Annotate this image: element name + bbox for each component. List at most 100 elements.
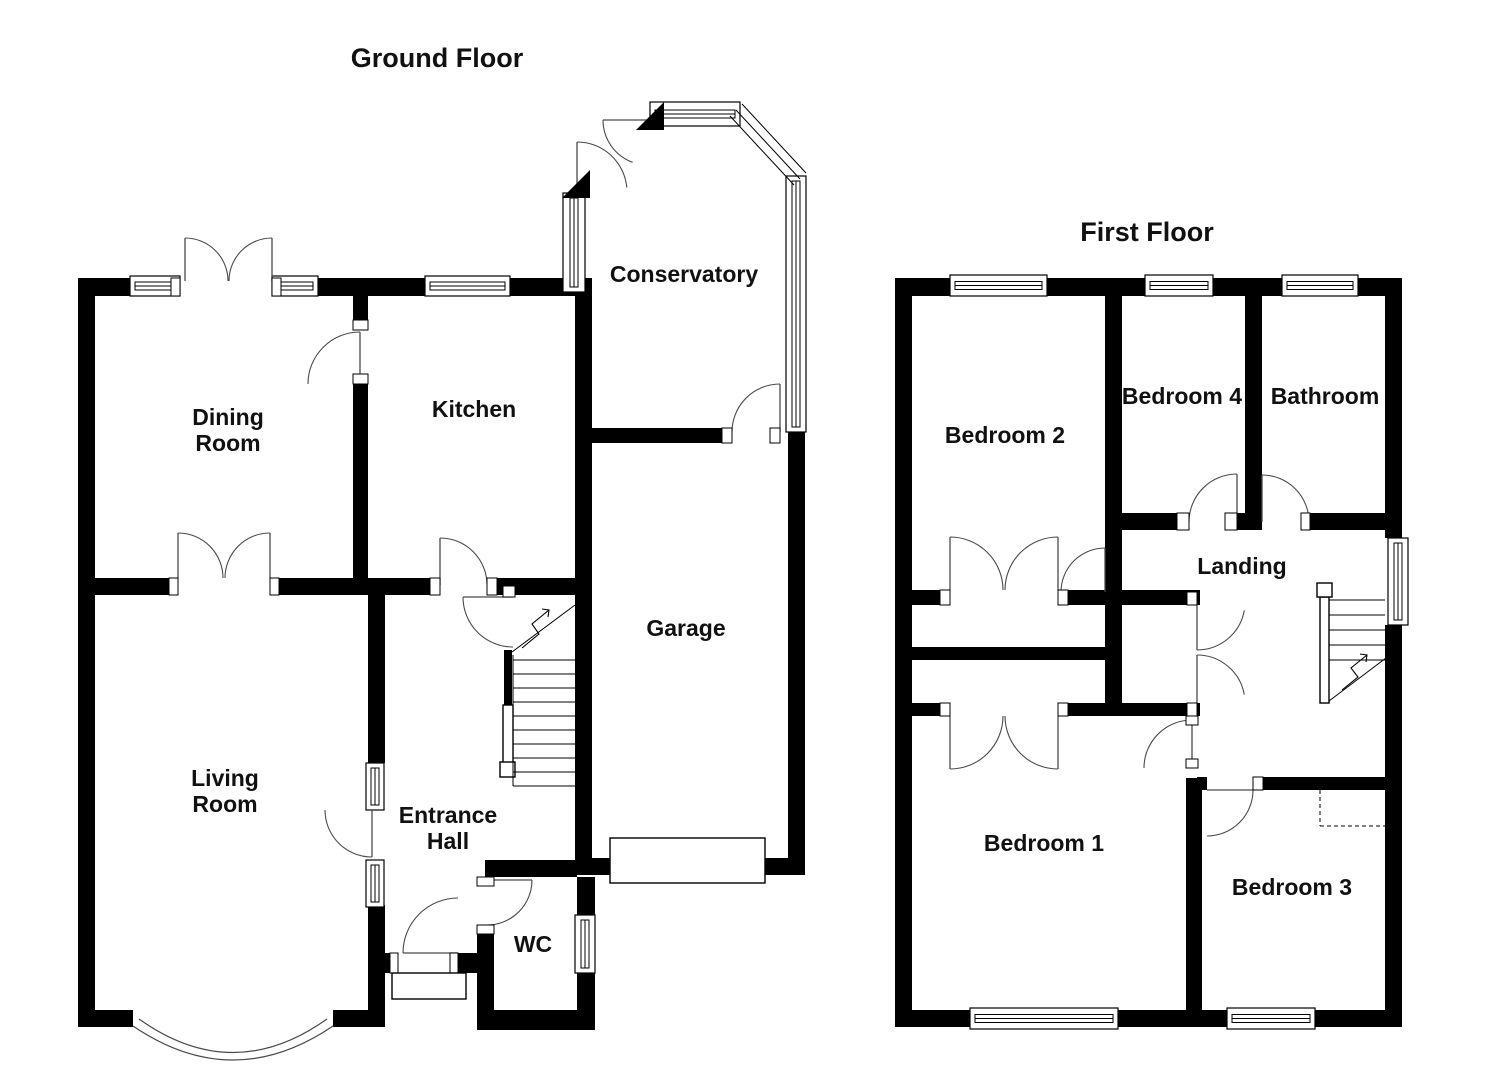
ground-floor-title: Ground Floor <box>351 43 524 73</box>
door-post <box>1057 702 1069 717</box>
door-swing-arc <box>731 383 781 433</box>
door-swing-arc <box>949 715 1004 770</box>
door-swing-arc <box>602 119 633 163</box>
door-swing-arc <box>439 537 488 586</box>
door-post <box>721 427 733 444</box>
wall-segment <box>895 278 912 1027</box>
wall-segment <box>577 973 595 1030</box>
wall-segment <box>78 1010 133 1027</box>
bay-window-arc <box>132 1025 334 1061</box>
door-post <box>502 585 516 598</box>
wall-segment <box>1105 296 1122 716</box>
wall-segment <box>1245 296 1262 530</box>
door-post <box>429 577 441 596</box>
door-swing-arc <box>1196 654 1245 695</box>
wall-segment <box>1118 1010 1227 1027</box>
stair-arrow <box>541 608 550 618</box>
door-post <box>939 589 951 606</box>
garage-label: Garage <box>646 615 725 641</box>
wall-segment <box>1315 1010 1402 1027</box>
wall-segment <box>477 1010 595 1030</box>
fixture-outline <box>1316 582 1333 598</box>
wall-segment <box>577 877 595 915</box>
wall-segment <box>765 858 805 875</box>
bathroom-label: Bathroom <box>1271 383 1380 409</box>
fixture-outline <box>391 972 467 1000</box>
detail-line <box>729 115 795 186</box>
detail-line <box>741 103 807 174</box>
wall-segment <box>788 428 805 875</box>
wall-segment <box>912 590 940 605</box>
door-post <box>389 952 399 974</box>
door-swing-arc <box>1188 473 1238 523</box>
wall-segment <box>912 703 940 716</box>
door-post <box>476 924 495 935</box>
door-hinge-wedge <box>562 170 590 198</box>
door-post <box>1176 512 1190 531</box>
door-post <box>486 577 498 596</box>
wall-segment <box>368 578 430 595</box>
wall-segment <box>78 278 95 1027</box>
door-post <box>1185 758 1199 769</box>
door-post <box>769 427 781 444</box>
wall-segment <box>368 595 385 763</box>
wall-segment <box>592 428 722 443</box>
kitchen-label: Kitchen <box>432 396 516 422</box>
stair-arrow <box>1359 653 1368 663</box>
wall-segment <box>485 860 577 877</box>
fixture-outline <box>609 837 766 884</box>
door-swing-arc <box>307 331 361 385</box>
wall-segment <box>1310 513 1402 530</box>
door-post <box>1186 591 1198 606</box>
door-post <box>449 952 459 974</box>
door-post <box>170 277 181 297</box>
wall-segment <box>333 1010 368 1027</box>
bedroom-3-label: Bedroom 3 <box>1232 874 1352 900</box>
wall-segment <box>1213 278 1282 296</box>
door-post <box>1185 715 1199 726</box>
bay-window-arc <box>138 1018 328 1053</box>
wall-segment <box>1263 777 1402 790</box>
door-swing-arc <box>1060 547 1106 593</box>
door-swing-arc <box>184 237 229 282</box>
door-post <box>1224 512 1238 531</box>
wall-segment <box>318 278 425 296</box>
bedroom-4-label: Bedroom 4 <box>1122 383 1242 409</box>
wall-segment <box>504 650 512 708</box>
first-floor-title: First Floor <box>1080 217 1214 247</box>
door-swing-arc <box>324 809 373 858</box>
door-swing-arc <box>1004 715 1059 770</box>
detail-line <box>511 604 576 653</box>
door-swing-arc <box>462 596 514 648</box>
wall-segment <box>895 1010 970 1027</box>
wall-segment <box>575 296 592 875</box>
fixture-outline <box>499 761 516 778</box>
landing-label: Landing <box>1197 553 1286 579</box>
wall-segment <box>1186 778 1202 1010</box>
door-post <box>352 319 369 331</box>
wall-segment <box>353 384 368 595</box>
wall-segment <box>592 858 610 875</box>
wall-segment <box>1385 278 1402 538</box>
door-swing-arc <box>576 141 628 188</box>
door-post <box>1186 702 1198 717</box>
door-swing-arc <box>228 237 273 282</box>
door-post <box>476 876 495 887</box>
detail-line <box>1328 657 1387 702</box>
stair-arrow <box>521 609 550 649</box>
wall-segment <box>1062 703 1200 716</box>
door-post <box>269 577 280 596</box>
fixture-outline <box>502 704 514 768</box>
bedroom-1-label: Bedroom 1 <box>984 830 1104 856</box>
wall-segment <box>912 647 1105 660</box>
conservatory-label: Conservatory <box>610 261 758 287</box>
door-hinge-wedge <box>636 102 664 130</box>
door-swing-arc <box>1196 610 1245 651</box>
door-swing-arc <box>949 536 1004 591</box>
door-post <box>352 373 369 385</box>
